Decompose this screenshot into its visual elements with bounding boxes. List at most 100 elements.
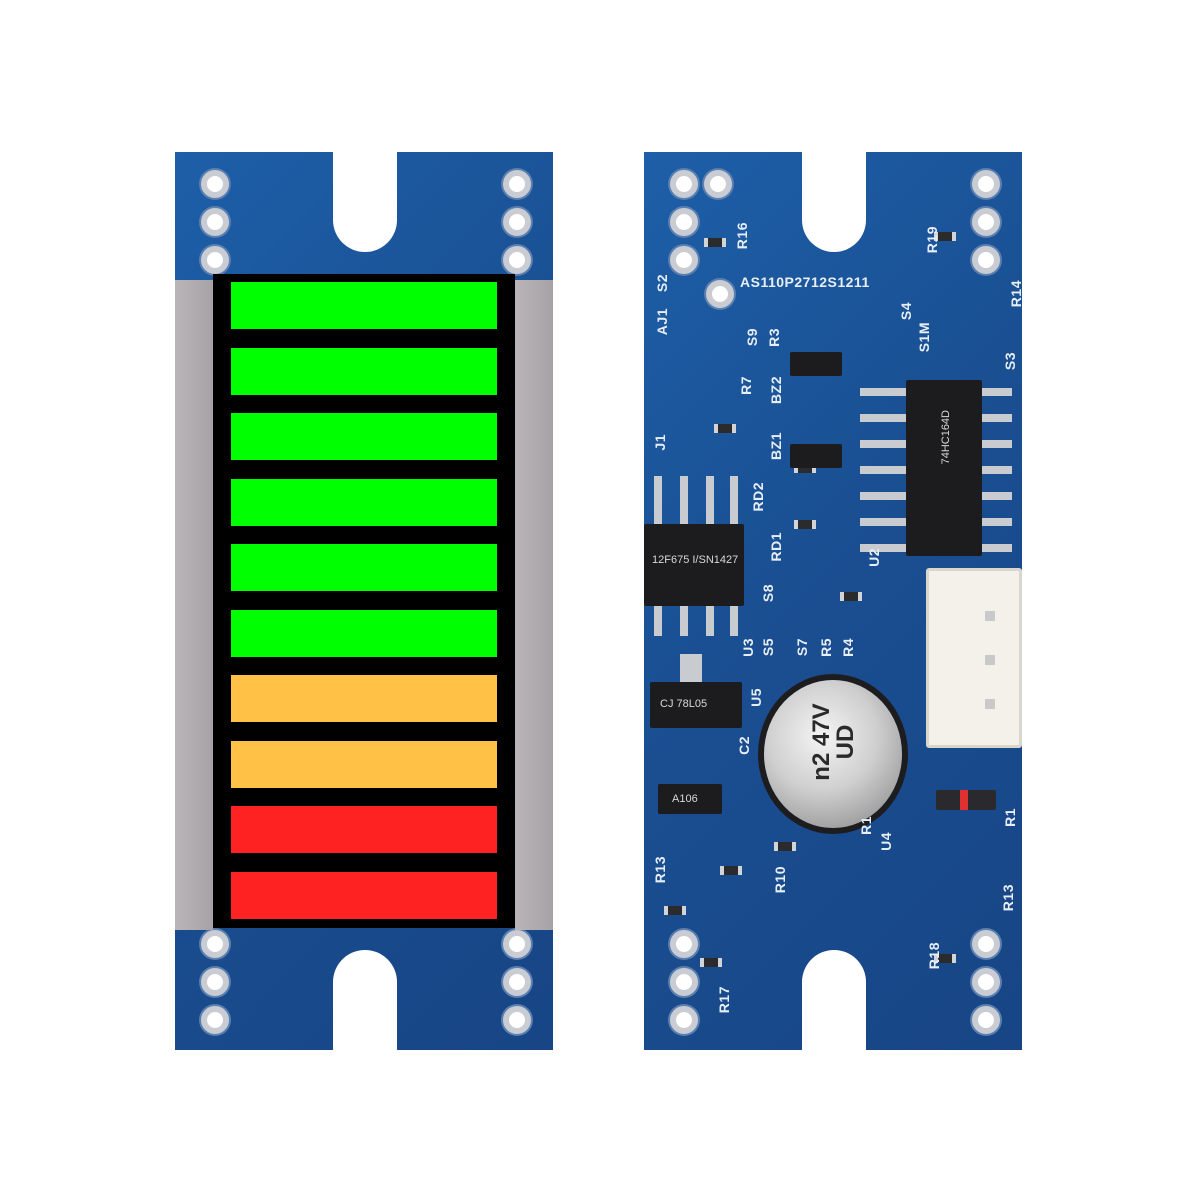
silk-label: S9: [744, 328, 760, 347]
ic-pin: [706, 476, 714, 524]
silk-label: R17: [716, 986, 732, 1014]
smd-resistor: [714, 424, 736, 433]
mounting-hole: [670, 930, 698, 958]
smd-resistor: [720, 866, 742, 875]
ic-pin: [860, 518, 906, 526]
led-segment: [231, 806, 497, 853]
silk-label: S8: [760, 584, 776, 603]
ic-pin: [706, 606, 714, 636]
silk-label: U2: [866, 548, 882, 567]
ic-pin: [730, 476, 738, 524]
board-notch-top: [333, 152, 397, 252]
ic-pin: [982, 440, 1012, 448]
electrolytic-capacitor: n2 47V UD: [764, 680, 902, 828]
silk-label: R13: [652, 856, 668, 884]
led-segment: [231, 347, 497, 395]
ic-pin: [730, 606, 738, 636]
ic-pin: [982, 544, 1012, 552]
ic-u2: 74HC164D: [906, 380, 982, 556]
ic-pin: [860, 388, 906, 396]
smd-resistor: [704, 238, 726, 247]
smd-zener-diode: [790, 444, 842, 468]
mounting-hole: [670, 208, 698, 236]
ic-pin: [982, 388, 1012, 396]
led-bargraph-board: [175, 152, 553, 1050]
mounting-hole: [670, 170, 698, 198]
ic-pin: [860, 492, 906, 500]
mounting-hole: [670, 1006, 698, 1034]
wire-connector: [926, 568, 1022, 748]
ic-pin: [680, 606, 688, 636]
silk-label: J1: [652, 434, 668, 451]
led-segment: [231, 871, 497, 919]
connector-pin: [985, 611, 995, 621]
mounting-hole: [201, 246, 229, 274]
silk-label: S2: [654, 274, 670, 293]
mounting-hole: [972, 246, 1000, 274]
mounting-hole: [670, 246, 698, 274]
led-segment: [231, 675, 497, 722]
smd-resistor: [700, 958, 722, 967]
ic-pin: [860, 466, 906, 474]
silk-label: U4: [878, 832, 894, 851]
smd-resistor: [774, 842, 796, 851]
mounting-hole: [503, 968, 531, 996]
mounting-hole: [670, 968, 698, 996]
silk-label: R16: [734, 222, 750, 250]
transistor-label: A106: [672, 793, 698, 805]
ic-u3: 12F675 I/SN1427: [644, 524, 744, 606]
silk-label: R7: [738, 376, 754, 395]
connector-pin: [985, 655, 995, 665]
capacitor-label: n2 47V UD: [808, 703, 859, 781]
silk-label: U3: [740, 638, 756, 657]
ic-u2-label: 74HC164D: [940, 410, 952, 465]
mounting-hole: [972, 968, 1000, 996]
silk-label: C2: [736, 736, 752, 755]
silk-label: S5: [760, 638, 776, 657]
board-notch-bottom: [802, 950, 866, 1050]
mounting-hole: [972, 1006, 1000, 1034]
mounting-hole: [503, 208, 531, 236]
regulator-label: CJ 78L05: [660, 698, 708, 710]
led-segment: [231, 282, 497, 329]
smd-resistor: [664, 906, 686, 915]
led-segment: [231, 478, 497, 526]
mounting-hole: [503, 170, 531, 198]
diode-band: [960, 790, 968, 810]
silk-label: R13: [1000, 884, 1016, 912]
ic-pin: [860, 414, 906, 422]
silk-label: R18: [926, 942, 942, 970]
ic-pin: [860, 544, 906, 552]
connector-pin: [985, 699, 995, 709]
silk-label: BZ1: [768, 432, 784, 460]
mounting-hole: [503, 246, 531, 274]
side-rail-right: [515, 280, 553, 930]
smd-resistor: [934, 954, 956, 963]
diode: [936, 790, 996, 810]
smd-resistor: [794, 520, 816, 529]
silk-label: R4: [840, 638, 856, 657]
silk-label: R3: [766, 328, 782, 347]
mounting-hole: [201, 930, 229, 958]
board-notch-top: [802, 152, 866, 252]
ic-pin: [860, 440, 906, 448]
led-segment: [231, 609, 497, 657]
ic-pin: [680, 476, 688, 524]
transistor: A106: [658, 784, 722, 814]
ic-u3-label: 12F675 I/SN1427: [652, 554, 739, 566]
silk-label: R1: [858, 816, 874, 835]
mounting-hole: [704, 170, 732, 198]
led-bezel: [213, 274, 515, 928]
ic-pin: [982, 466, 1012, 474]
mounting-hole: [972, 930, 1000, 958]
mounting-hole: [201, 208, 229, 236]
silk-header-text: AS110P2712S1211: [740, 274, 870, 290]
smd-resistor: [794, 464, 816, 473]
silk-label: S4: [898, 302, 914, 321]
silk-label: AJ1: [654, 308, 670, 336]
mounting-hole: [972, 208, 1000, 236]
mounting-hole: [706, 280, 734, 308]
mounting-hole: [503, 930, 531, 958]
board-notch-bottom: [333, 950, 397, 1050]
mounting-hole: [503, 1006, 531, 1034]
